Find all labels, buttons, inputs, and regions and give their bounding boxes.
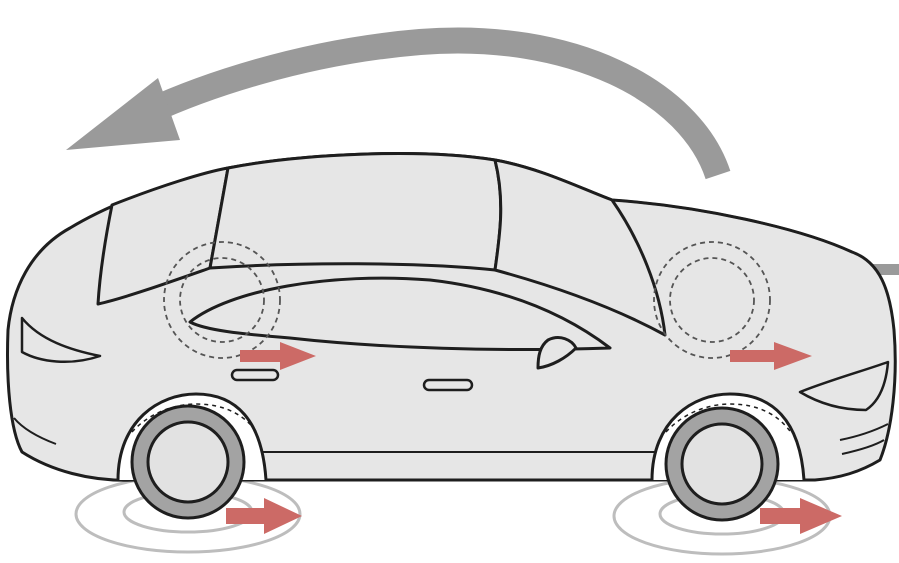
front-wheel [666,408,778,520]
front-door-handle [424,380,472,390]
rear-door-handle [232,370,278,380]
rear-wheel [132,406,244,518]
roof-panel [210,154,501,270]
